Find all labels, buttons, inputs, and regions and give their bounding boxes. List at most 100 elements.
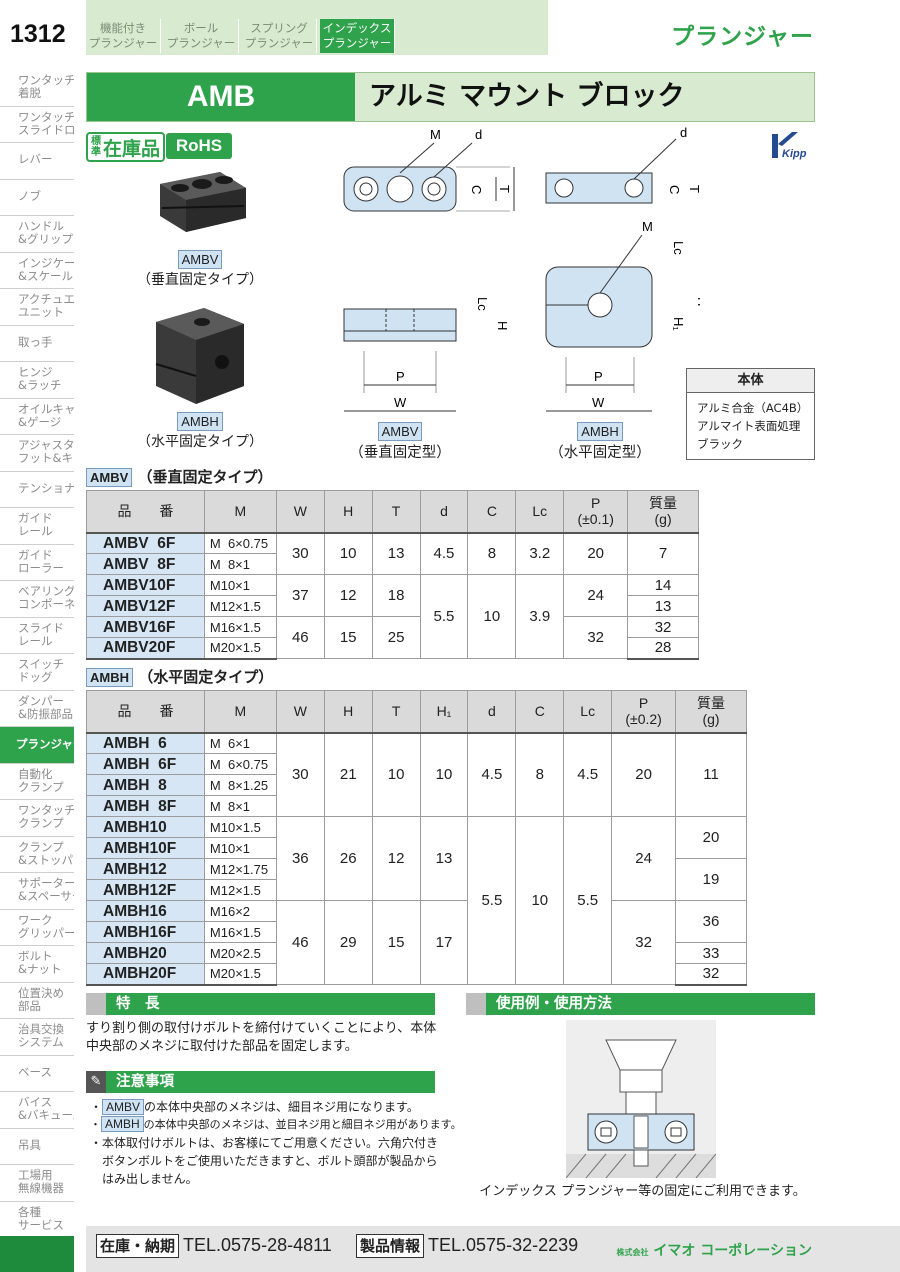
- sidebar-item[interactable]: ノブ: [0, 180, 74, 216]
- pencil-icon: ✎: [86, 1071, 106, 1093]
- sidebar-item[interactable]: インジケーター&スケール: [0, 253, 74, 289]
- table-row: AMBH16 M16×2 46 29 15 17 32 36: [86, 900, 747, 985]
- sidebar-item[interactable]: ワンタッチ着脱: [0, 70, 74, 107]
- ambh-table-heading: AMBH （水平固定タイプ）: [86, 666, 273, 687]
- caution-item: ・本体取付けボルトは、お客様にてご用意ください。六角穴付き: [90, 1136, 439, 1150]
- table-row: AMBH20F M20×1.5 32: [86, 963, 747, 986]
- sidebar-item[interactable]: レバー: [0, 143, 74, 180]
- table-row: AMBH 8 M 8×1.25: [86, 774, 747, 796]
- table-row: AMBV12F M12×1.5 13: [86, 595, 699, 617]
- sidebar-item[interactable]: ボルト&ナット: [0, 946, 74, 983]
- sidebar-item[interactable]: 自動化クランプ: [0, 764, 74, 800]
- sidebar-item[interactable]: ワークグリッパー: [0, 910, 74, 946]
- table-row: AMBV20F M20×1.5 28: [86, 637, 699, 660]
- sidebar-item[interactable]: 取っ手: [0, 326, 74, 362]
- table-row: AMBH20 M20×2.5 33: [86, 942, 747, 964]
- sidebar-item[interactable]: 位置決め部品: [0, 983, 74, 1019]
- sidebar-item[interactable]: 各種サービス: [0, 1202, 74, 1238]
- dim-v-P: P: [396, 369, 405, 384]
- dim-h-H1: H₁: [671, 317, 686, 331]
- sidebar-item[interactable]: ガイドローラー: [0, 545, 74, 581]
- sidebar-item[interactable]: オイルキャップ&ゲージ: [0, 399, 74, 435]
- sidebar-item[interactable]: サポーター&スペーサー: [0, 873, 74, 910]
- sidebar-item[interactable]: ダンパー&防振部品: [0, 691, 74, 727]
- dim-h-C: C: [667, 185, 682, 194]
- sidebar-item[interactable]: ヒンジ&ラッチ: [0, 362, 74, 399]
- table-row: AMBV 6F M 6×0.75 30 10 13 4.5 8 3.2 20 7: [86, 531, 699, 575]
- col-header: C: [515, 690, 565, 733]
- sidebar-item[interactable]: スイッチドッグ: [0, 654, 74, 691]
- col-header: H: [323, 690, 373, 733]
- sidebar-item[interactable]: テンショナー: [0, 472, 74, 508]
- ambv-table-tag: AMBV: [86, 468, 133, 487]
- col-header: 質量(g): [675, 690, 747, 733]
- col-header: 品 番: [86, 490, 205, 533]
- section-mark: [86, 993, 106, 1015]
- tab-index-plunger[interactable]: インデックスプランジャー: [320, 19, 395, 53]
- page-number: 1312: [10, 20, 66, 48]
- company-small: 株式会社: [616, 1248, 649, 1257]
- dim-h-H: H: [695, 297, 700, 306]
- dim-h-d: d: [680, 125, 687, 140]
- dim-v-M: M: [430, 127, 441, 142]
- dim-v-C: C: [469, 185, 484, 194]
- sidebar-item[interactable]: ワンタッチクランプ: [0, 800, 74, 837]
- col-header: Lc: [515, 490, 565, 533]
- sidebar-item[interactable]: ベース: [0, 1056, 74, 1092]
- sidebar-item[interactable]: クランプ&ストッパー: [0, 837, 74, 873]
- ambh-diagram-caption: AMBH （水平固定型）: [530, 422, 670, 462]
- sidebar-item[interactable]: ワンタッチスライドロック: [0, 107, 74, 143]
- table-row: AMBV10F M10×1 37 12 18 5.5 10 3.9 24 14: [86, 574, 699, 659]
- ambh-product-image: [155, 308, 244, 404]
- col-header: d: [467, 690, 517, 733]
- sidebar-item[interactable]: ハンドル&グリップ: [0, 216, 74, 253]
- kipp-logo-mark: Kipp: [772, 132, 807, 160]
- col-header: P(±0.1): [563, 490, 629, 533]
- table-row: AMBH10F M10×1: [86, 837, 747, 859]
- caution-item: ボタンボルトをご使用いただきますと、ボルト頭部が製品から: [102, 1154, 438, 1168]
- col-header: W: [275, 690, 325, 733]
- product-info-tel[interactable]: TEL.0575-32-2239: [428, 1235, 579, 1255]
- ambv-diagram-tag: AMBV: [377, 422, 423, 441]
- sidebar-item[interactable]: アジャスターフット&キャスタ: [0, 435, 74, 472]
- col-header: T: [371, 490, 421, 533]
- sidebar-item[interactable]: 吊具: [0, 1129, 74, 1165]
- col-header: W: [275, 490, 325, 533]
- ambv-product-image: [160, 172, 246, 232]
- sidebar-item[interactable]: ベアリングコンポーネント: [0, 581, 74, 618]
- stock-tel[interactable]: TEL.0575-28-4811: [183, 1235, 332, 1255]
- table-row: AMBH12 M12×1.75 19: [86, 858, 747, 901]
- usage-caption: インデックス プランジャー等の固定にご利用できます。: [479, 1184, 806, 1199]
- tab-ball-plunger[interactable]: ボールプランジャー: [164, 19, 239, 53]
- table-row: AMBH 6 M 6×1 30 21 10 10 4.5 8 4.5 20 11: [86, 731, 747, 817]
- material-line: アルミ合金（AC4B）: [697, 401, 809, 415]
- cautions-heading: ✎注意事項: [86, 1071, 435, 1093]
- ambv-header-row: 品 番 M W H T d C Lc P(±0.1) 質量(g): [86, 490, 699, 533]
- dim-v-Lc: Lc: [475, 297, 490, 311]
- rohs-badge: RoHS: [166, 133, 232, 159]
- ambv-tag: AMBV: [177, 250, 223, 269]
- ambh-table-tag: AMBH: [86, 668, 133, 687]
- stock-badge: 標準 在庫品: [86, 132, 166, 162]
- dim-v-d: d: [475, 127, 482, 142]
- sidebar-item[interactable]: アクチュエータユニット: [0, 289, 74, 326]
- sidebar-item[interactable]: バイス&バキューム: [0, 1092, 74, 1129]
- sidebar-item[interactable]: スライドレール: [0, 618, 74, 654]
- tab-function-plunger[interactable]: 機能付きプランジャー: [86, 19, 161, 53]
- features-text: すり割り側の取付けボルトを締付けていくことにより、本体 中央部のメネジに取付けた…: [86, 1021, 437, 1054]
- sidebar-item[interactable]: 治具交換システム: [0, 1019, 74, 1056]
- sidebar-item[interactable]: ガイドレール: [0, 508, 74, 545]
- sidebar-item[interactable]: プランジャー: [0, 727, 74, 764]
- tab-spring-plunger[interactable]: スプリングプランジャー: [242, 19, 317, 53]
- dim-v-W: W: [394, 395, 407, 410]
- sidebar-item[interactable]: 工場用無線機器: [0, 1165, 74, 1202]
- ambv-product-caption: AMBV （垂直固定タイプ）: [110, 250, 290, 289]
- ambh-table-title: （水平固定タイプ）: [138, 668, 274, 686]
- dim-h-W: W: [592, 395, 605, 410]
- ambh-diagram-tag: AMBH: [577, 422, 623, 441]
- col-header: M: [203, 490, 277, 533]
- dim-h-P: P: [594, 369, 603, 384]
